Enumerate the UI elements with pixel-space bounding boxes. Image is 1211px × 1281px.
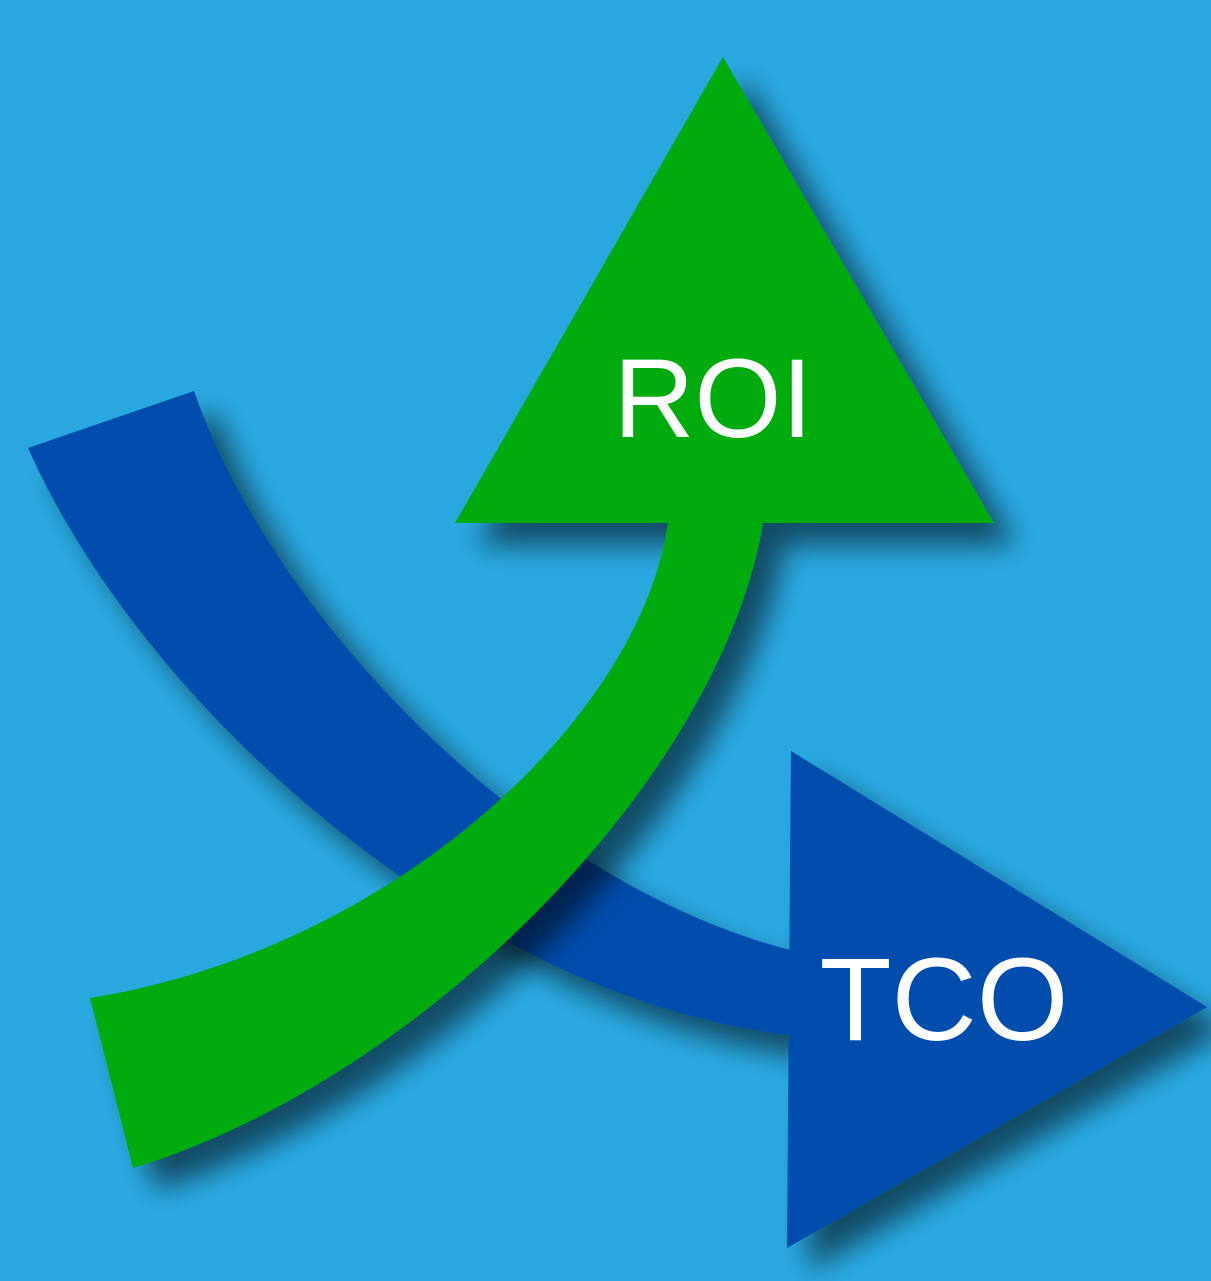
tco-arrow-head <box>787 751 1207 1248</box>
tco-arrow-shaft <box>28 391 790 1035</box>
tco-label: TCO <box>819 934 1068 1066</box>
tco-arrow <box>28 391 1207 1248</box>
roi-arrow-head <box>455 57 994 523</box>
roi-arrow <box>90 57 994 1168</box>
roi-arrow-shaft <box>90 523 763 1168</box>
roi-label: ROI <box>613 336 812 461</box>
